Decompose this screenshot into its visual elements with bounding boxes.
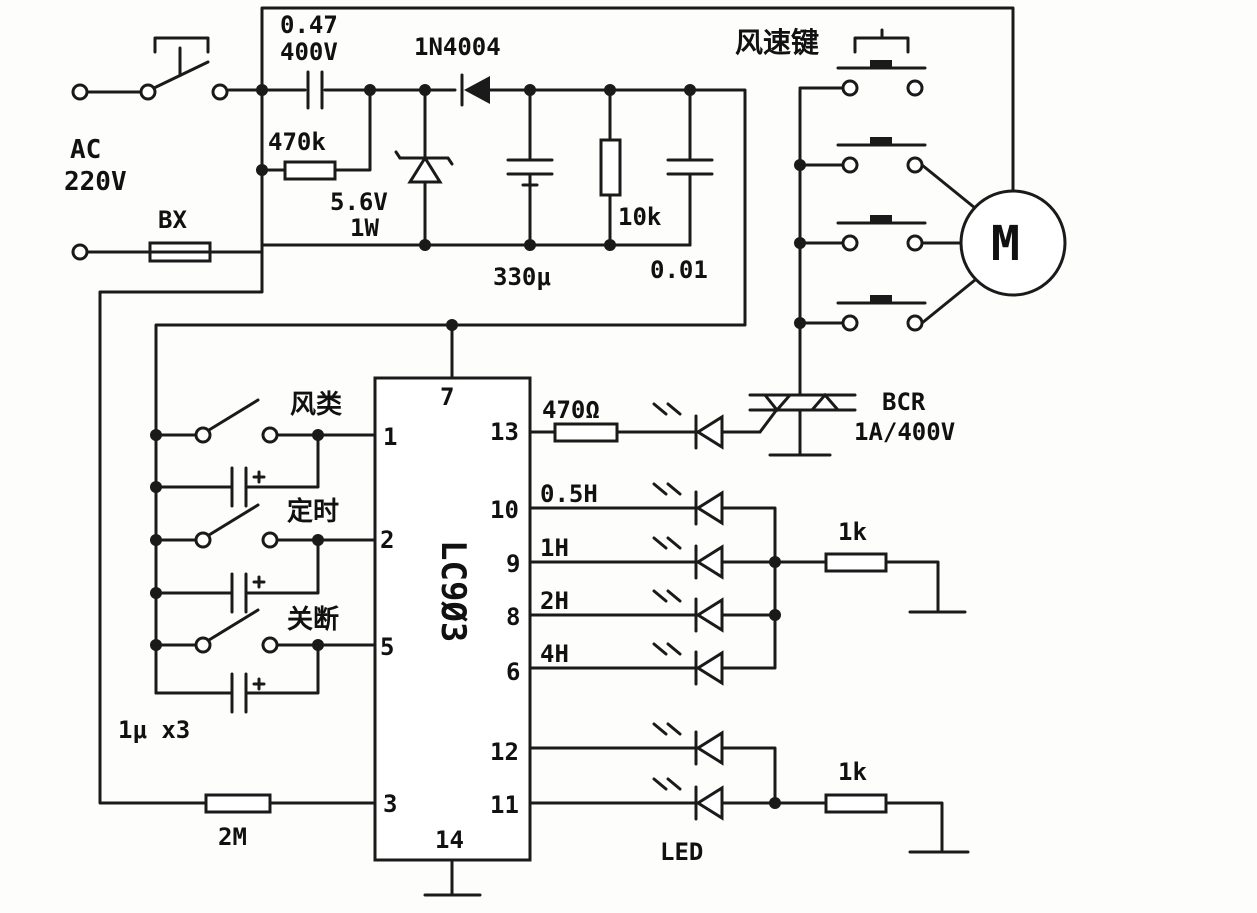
power-switch-symbol — [139, 36, 229, 101]
led-pin12 — [652, 722, 724, 766]
resistor-10k — [599, 138, 622, 197]
switch-wind-type[interactable] — [194, 398, 279, 444]
timer-1h-label: 1H — [540, 534, 569, 562]
capacitor-330u-label: 330μ — [493, 263, 551, 291]
switch-wind-type-label: 风类 — [290, 390, 342, 420]
zener-power-label: 1W — [350, 214, 379, 242]
diode-1n4004 — [460, 73, 490, 107]
ac-terminal-top — [71, 83, 89, 101]
cap-047-voltage-label: 400V — [280, 38, 338, 66]
wiring — [86, 6, 1015, 897]
ac-voltage-label: 220V — [64, 167, 127, 197]
led-4h — [652, 642, 724, 686]
ic-pin-6: 6 — [506, 658, 520, 686]
led-pin11 — [652, 777, 724, 821]
resistor-1k-a — [824, 552, 888, 573]
ic-pin-7: 7 — [440, 383, 454, 411]
led-05h — [652, 482, 724, 526]
fan-speed-key-2[interactable] — [836, 137, 927, 174]
bcr-rating-label: 1A/400V — [854, 418, 955, 446]
resistor-1k-b — [824, 793, 888, 814]
led-1h — [652, 536, 724, 580]
bcr-triac — [748, 392, 857, 434]
fan-speed-keys-label: 风速键 — [735, 26, 819, 59]
capacitor-001 — [666, 158, 714, 176]
resistor-1k-b-label: 1k — [838, 758, 867, 786]
capacitor-1u-b — [230, 572, 266, 614]
resistor-470k — [283, 160, 337, 181]
capacitors-1u-label: 1μ x3 — [118, 716, 190, 744]
zener-value-label: 5.6V — [330, 188, 388, 216]
cap-047-value-label: 0.47 — [280, 11, 338, 39]
resistor-2m — [204, 793, 272, 814]
resistor-10k-label: 10k — [618, 203, 662, 231]
bcr-label: BCR — [882, 388, 926, 416]
led-2h — [652, 589, 724, 633]
capacitor-1u-c — [230, 672, 266, 714]
switch-off-label: 关断 — [287, 604, 339, 635]
timer-4h-label: 4H — [540, 640, 569, 668]
capacitor-001-label: 0.01 — [650, 256, 708, 284]
resistor-470ohm-label: 470Ω — [542, 396, 600, 424]
fan-speed-key-icon — [853, 28, 910, 54]
fan-speed-key-1[interactable] — [836, 60, 927, 97]
ic-pin-12: 12 — [490, 738, 519, 766]
ic-pin-13: 13 — [490, 418, 519, 446]
timer-05h-label: 0.5H — [540, 480, 598, 508]
fuse-label: BX — [158, 206, 187, 234]
ic-lc903 — [373, 376, 532, 862]
ac-label: AC — [70, 135, 101, 165]
ic-pin-11: 11 — [490, 791, 519, 819]
motor-symbol — [959, 189, 1067, 297]
ic-pin-8: 8 — [506, 603, 520, 631]
ic-pin-1: 1 — [383, 423, 397, 451]
fan-speed-key-3[interactable] — [836, 215, 927, 252]
fan-speed-key-4[interactable] — [836, 295, 927, 332]
junction-dots — [150, 84, 806, 809]
led-label: LED — [660, 838, 703, 866]
switch-timer[interactable] — [194, 503, 279, 549]
ic-pin-3: 3 — [383, 790, 397, 818]
ic-pin-9: 9 — [506, 550, 520, 578]
motor-label: M — [991, 216, 1020, 272]
diode-1n4004-label: 1N4004 — [414, 33, 501, 61]
ic-pin-5: 5 — [380, 633, 394, 661]
capacitor-1u-a — [230, 466, 266, 508]
switch-off[interactable] — [194, 608, 279, 654]
timer-2h-label: 2H — [540, 587, 569, 615]
ic-pin-10: 10 — [490, 496, 519, 524]
capacitor-047 — [306, 70, 324, 110]
ic-name-label: LC9Ø3 — [433, 540, 473, 642]
resistor-470ohm — [553, 422, 619, 443]
ac-terminal-bottom — [71, 243, 89, 261]
led-indicator-icon — [652, 402, 724, 450]
resistor-1k-a-label: 1k — [838, 518, 867, 546]
resistor-470k-label: 470k — [268, 128, 326, 156]
fuse-bx — [148, 241, 212, 263]
resistor-2m-label: 2M — [218, 823, 247, 851]
switch-timer-label: 定时 — [287, 496, 339, 527]
ic-pin-2: 2 — [380, 526, 394, 554]
ic-pin-14: 14 — [435, 826, 464, 854]
zener-diode — [394, 150, 454, 184]
capacitor-330u — [506, 158, 554, 194]
